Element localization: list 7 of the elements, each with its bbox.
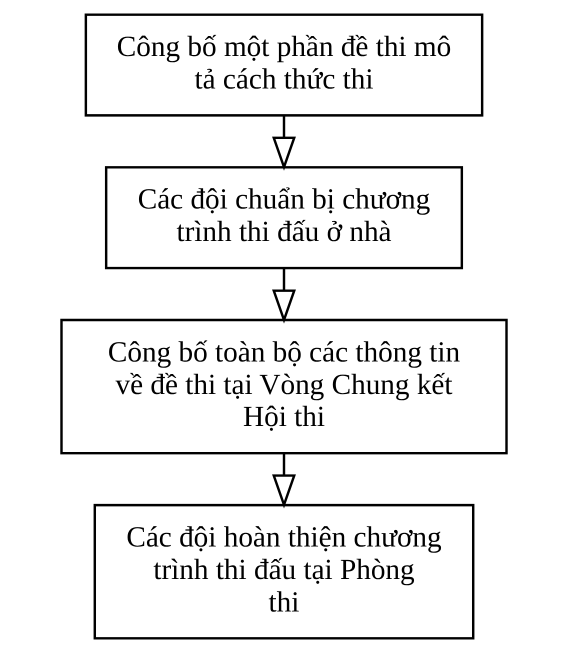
node-box: Các đội chuẩn bị chương trình thi đấu ở nhà [104,166,463,270]
node-box: Công bố toàn bộ các thông tin về đề thi tại Vòng Chung kết Hội thi [60,318,508,454]
arrow [272,268,296,324]
arrow [272,116,296,171]
node-box: Công bố một phần đề thi mô tả cách thức thi [84,13,483,117]
node-box: Các đội hoàn thiện chương trình thi đấu tại Phòng thi [93,504,474,640]
arrow [272,453,296,508]
